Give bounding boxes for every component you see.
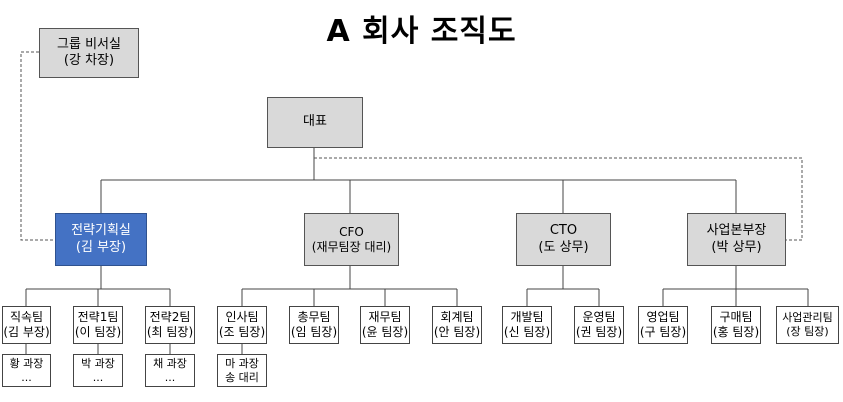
team-name: 운영팀 — [582, 310, 616, 324]
member-name: 박 과장 — [81, 356, 115, 370]
node-strategy: 전략기획실 (김 부장) — [55, 213, 147, 266]
node-cto-person: (도 상무) — [538, 239, 589, 255]
node-member-direct: 황 과장 ... — [2, 354, 51, 387]
node-team-finance: 재무팀 (윤 팀장) — [360, 306, 410, 344]
team-lead: (장 팀장) — [786, 325, 829, 338]
node-biz: 사업본부장 (박 상무) — [687, 213, 786, 266]
team-name: 구매팀 — [719, 310, 753, 324]
node-strategy-name: 전략기획실 — [71, 223, 131, 239]
team-name: 직속팀 — [9, 310, 44, 324]
node-strategy-person: (김 부장) — [75, 239, 127, 255]
team-lead: (윤 팀장) — [361, 325, 409, 339]
node-member-hr: 마 과장 송 대리 — [217, 354, 267, 387]
node-cto-name: CTO — [549, 223, 578, 239]
node-team-accounting: 회계팀 (안 팀장) — [432, 306, 482, 344]
team-lead: (안 팀장) — [433, 325, 481, 339]
member-name: 채 과장 — [153, 356, 187, 370]
team-name: 전략2팀 — [149, 310, 191, 324]
node-ceo-name: 대표 — [303, 114, 327, 130]
node-team-dev: 개발팀 (신 팀장) — [502, 306, 552, 344]
team-name: 재무팀 — [368, 310, 402, 324]
node-cfo: CFO (재무팀장 대리) — [304, 213, 399, 266]
team-lead: (최 팀장) — [146, 325, 194, 339]
dotted-connector-group-office — [20, 51, 55, 241]
team-lead: (이 팀장) — [74, 325, 122, 339]
member-second: 송 대리 — [225, 370, 259, 384]
team-name: 개발팀 — [510, 310, 544, 324]
member-name: 황 과장 — [9, 356, 44, 370]
team-name: 영업팀 — [646, 310, 680, 324]
node-group-office-name: 그룹 비서실 — [57, 36, 121, 52]
team-lead: (구 팀장) — [639, 325, 687, 339]
node-cto: CTO (도 상무) — [516, 213, 611, 266]
node-ceo: 대표 — [267, 97, 363, 148]
node-team-sales: 영업팀 (구 팀장) — [638, 306, 688, 344]
node-cfo-name: CFO — [339, 224, 364, 239]
team-lead: (김 부장) — [3, 325, 50, 339]
node-group-office-person: (강 차장) — [63, 53, 115, 68]
team-lead: (임 팀장) — [290, 325, 338, 339]
team-lead: (조 팀장) — [218, 325, 266, 339]
node-team-bizmgmt: 사업관리팀 (장 팀장) — [776, 306, 839, 344]
team-name: 회계팀 — [440, 310, 474, 324]
node-team-direct: 직속팀 (김 부장) — [2, 306, 51, 344]
member-more: ... — [21, 370, 32, 384]
team-lead: (권 팀장) — [575, 325, 623, 339]
member-more: ... — [92, 370, 104, 384]
node-biz-person: (박 상무) — [711, 239, 762, 255]
member-name: 마 과장 — [225, 356, 259, 370]
node-team-ops: 운영팀 (권 팀장) — [574, 306, 624, 344]
node-group-office: 그룹 비서실 (강 차장) — [39, 28, 139, 78]
node-team-strategy1: 전략1팀 (이 팀장) — [73, 306, 123, 344]
node-team-purchase: 구매팀 (홍 팀장) — [711, 306, 761, 344]
node-team-strategy2: 전략2팀 (최 팀장) — [145, 306, 195, 344]
dotted-connector-biz — [314, 157, 803, 241]
member-more: ... — [164, 370, 176, 384]
team-name: 사업관리팀 — [782, 311, 833, 325]
team-lead: (홍 팀장) — [712, 325, 760, 339]
team-lead: (신 팀장) — [503, 325, 551, 339]
node-cfo-person: (재무팀장 대리) — [311, 239, 392, 254]
chart-title: A 회사 조직도 — [326, 14, 517, 49]
node-team-hr: 인사팀 (조 팀장) — [217, 306, 267, 344]
team-name: 전략1팀 — [77, 310, 119, 324]
node-member-strategy2: 채 과장 ... — [145, 354, 195, 387]
node-biz-name: 사업본부장 — [706, 223, 767, 239]
node-team-general: 총무팀 (임 팀장) — [289, 306, 339, 344]
team-name: 총무팀 — [297, 310, 331, 324]
team-name: 인사팀 — [225, 310, 259, 324]
node-member-strategy1: 박 과장 ... — [73, 354, 123, 387]
